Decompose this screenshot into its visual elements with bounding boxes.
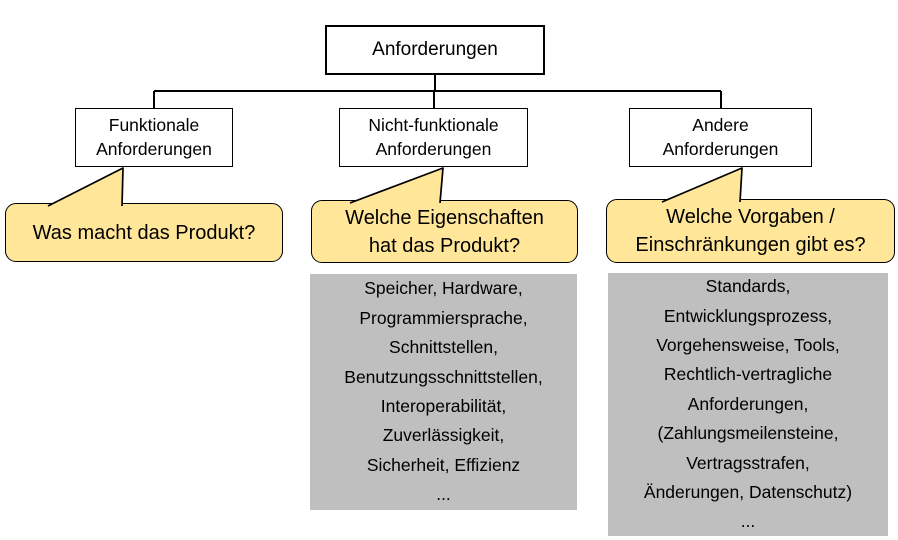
callout-funktionale-frage: Was macht das Produkt? <box>5 203 283 262</box>
detail-line: Anforderungen, <box>687 393 809 414</box>
detail-line: Vertragsstrafen, <box>686 452 810 473</box>
detail-line: Vorgehensweise, Tools, <box>656 334 840 355</box>
child-box-nicht-funktionale-anforderungen: Nicht-funktionale Anforderungen <box>339 108 528 167</box>
callout-andere-frage: Welche Vorgaben / Einschränkungen gibt e… <box>606 199 895 263</box>
callout-nicht-funktionale-frage: Welche Eigenschaften hat das Produkt? <box>311 200 578 263</box>
detail-line: Zuverlässigkeit, <box>382 425 505 446</box>
detail-line: Speicher, Hardware, <box>364 278 523 299</box>
detail-line: Änderungen, Datenschutz) <box>643 482 853 503</box>
detail-line: ... <box>436 484 451 505</box>
detail-line: Programmiersprache, <box>359 307 528 328</box>
detail-line: Entwicklungsprozess, <box>663 305 833 326</box>
callout-tail-andere <box>661 167 743 203</box>
detail-line: Schnittstellen, <box>389 337 498 358</box>
detail-line: Sicherheit, Effizienz <box>366 454 521 475</box>
detail-line: Benutzungsschnittstellen, <box>344 366 543 387</box>
detail-line: ... <box>740 511 756 532</box>
detail-box-nicht-funktionale: Speicher, Hardware, Programmiersprache, Sc… <box>310 274 577 510</box>
child-box-andere-anforderungen: Andere Anforderungen <box>629 108 812 167</box>
tree-connector <box>153 75 722 108</box>
detail-line: Rechtlich-vertragliche <box>663 364 833 385</box>
detail-line: Interoperabilität, <box>380 396 507 416</box>
callout-tail-nicht-funktionale <box>349 167 444 204</box>
callout-tail-funktionale <box>47 167 124 207</box>
detail-line: (Zahlungsmeilensteine, <box>657 423 839 444</box>
root-box-anforderungen: Anforderungen <box>325 25 545 75</box>
detail-box-andere: Standards, Entwicklungsprozess, Vorgehensw… <box>608 273 888 536</box>
detail-line: Standards, <box>705 276 791 297</box>
child-box-funktionale-anforderungen: Funktionale Anforderungen <box>75 108 233 167</box>
